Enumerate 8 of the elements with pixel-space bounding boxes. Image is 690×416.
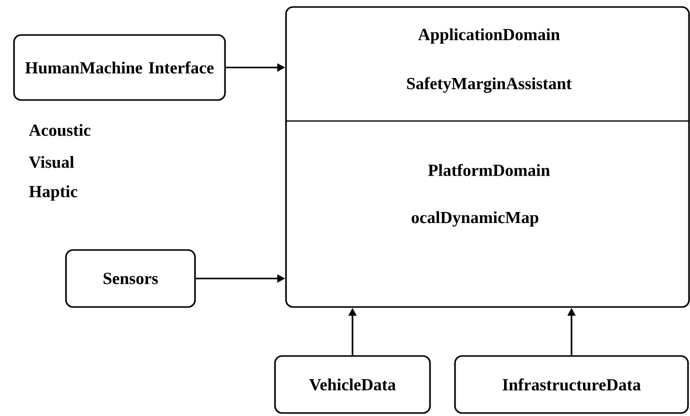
data-box: VehicleData xyxy=(274,355,431,414)
interface-box: HumanMachine Interface xyxy=(13,34,226,101)
modality-label: Acoustic xyxy=(28,124,90,136)
modality-label: Haptic xyxy=(29,185,78,201)
data-box: InfrastructureData xyxy=(454,355,689,414)
modality-label: Visual xyxy=(29,156,74,168)
sensor-box: Sensors xyxy=(65,249,196,308)
domain-box: ApplicationDomain SafetyMarginAssistant PlatformDomain ocalDynamicMap xyxy=(285,6,690,308)
